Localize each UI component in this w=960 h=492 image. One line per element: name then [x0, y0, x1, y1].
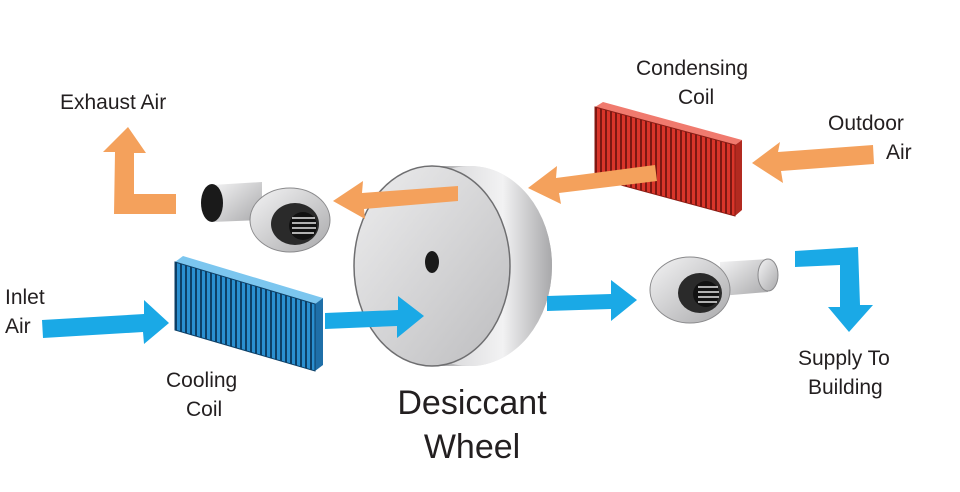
condensing-coil	[594, 102, 742, 217]
inlet-air-label-line1: Inlet	[5, 286, 45, 309]
supply-to-building-label-line2: Building	[808, 376, 883, 399]
condensing-coil-label-line1: Condensing	[636, 57, 749, 80]
hot-air-to-wheel-arrow	[528, 165, 657, 204]
supply-air-arrow	[795, 247, 873, 332]
supply-to-building-label-line1: Supply To	[798, 347, 890, 370]
supply-fan	[649, 256, 779, 324]
exhaust-air-arrow	[103, 127, 176, 214]
exhaust-fan	[201, 182, 331, 253]
inlet-air-arrow	[42, 300, 169, 344]
cooling-coil	[174, 256, 323, 372]
desiccant-wheel-label-line2: Wheel	[423, 428, 521, 466]
outdoor-air-arrow	[752, 142, 874, 183]
hot-air-to-exhaust-fan-arrow	[333, 181, 458, 219]
cooling-coil-label-line1: Cooling	[166, 369, 238, 392]
cooling-coil-label-line2: Coil	[186, 398, 223, 421]
inlet-air-label-line2: Air	[5, 315, 31, 338]
wheel-hub	[425, 251, 439, 273]
cool-air-to-supply-fan-arrow	[547, 280, 637, 321]
outdoor-air-label-line1: Outdoor	[828, 112, 904, 135]
cool-air-to-wheel-arrow	[325, 296, 424, 338]
outdoor-air-label-line2: Air	[886, 141, 912, 164]
condensing-coil-label-line2: Coil	[678, 86, 715, 109]
desiccant-wheel-label-line1: Desiccant	[397, 384, 547, 422]
exhaust-air-label: Exhaust Air	[60, 91, 167, 114]
